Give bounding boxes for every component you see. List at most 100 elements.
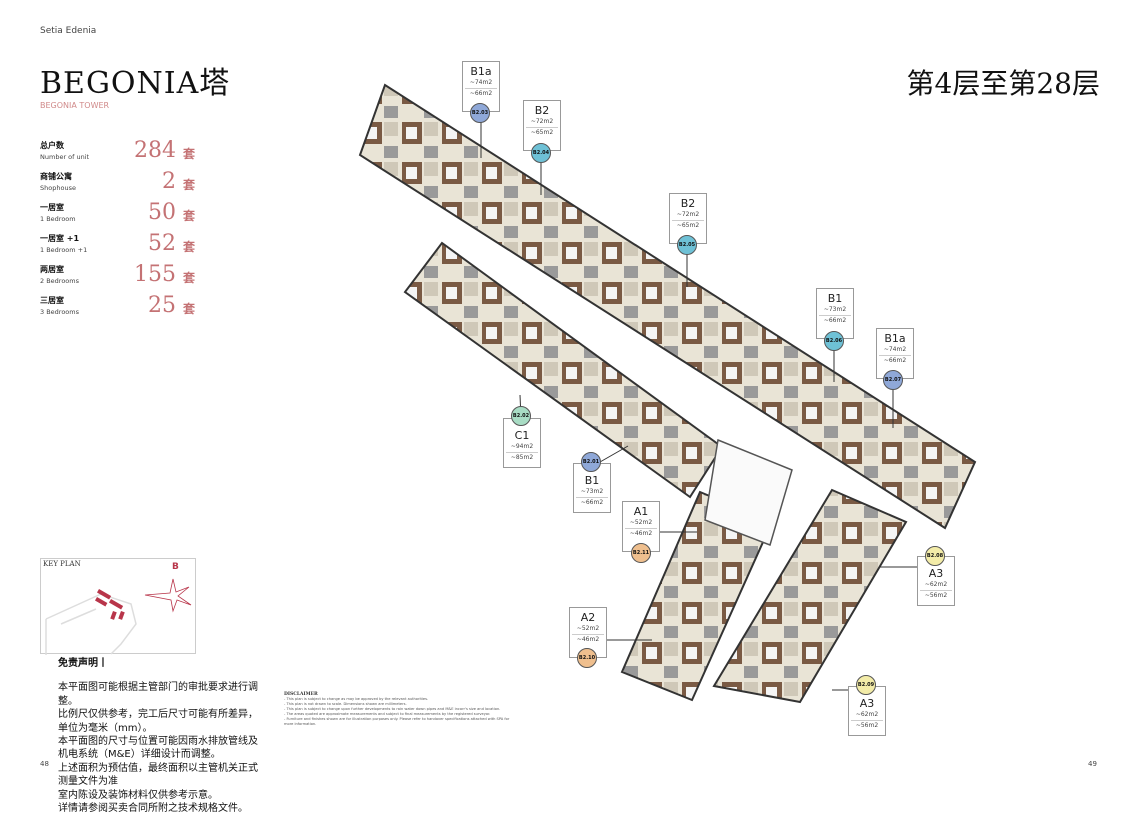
unit-gross-area: ~52m2	[629, 519, 653, 526]
disclaimer-zh-line: 室内陈设及装饰材料仅供参考示意。	[58, 789, 218, 801]
unit-type: A1	[633, 505, 649, 518]
unit-badge[interactable]: B2.03	[470, 103, 490, 123]
stat-value: 155	[134, 262, 176, 287]
unit-label-b1a: B1a~74m2 ~66m2	[462, 61, 500, 112]
unit-gross-area: ~94m2	[510, 443, 534, 450]
unit-gross-area: ~73m2	[823, 306, 847, 313]
unit-type: C1	[514, 429, 530, 442]
unit-net-area: ~65m2	[526, 127, 558, 138]
unit-net-area: ~66m2	[819, 315, 851, 326]
unit-net-area: ~66m2	[879, 355, 911, 366]
unit-net-area: ~56m2	[851, 720, 883, 731]
unit-label-b1a: B1a~74m2~66m2	[876, 328, 914, 379]
stat-value: 284	[134, 138, 176, 163]
unit-badge[interactable]: B2.02	[511, 406, 531, 426]
unit-badge[interactable]: B2.01	[581, 452, 601, 472]
wing-middle	[403, 241, 724, 499]
stat-label-zh: 总户数	[40, 141, 64, 150]
stat-unit: 套	[182, 209, 195, 223]
unit-gross-area: ~72m2	[530, 118, 554, 125]
unit-label-a2: A2~52m2 ~46m2	[569, 607, 607, 658]
disclaimer-en-line: - The areas quoted are approximate measu…	[284, 712, 491, 716]
page-subtitle: BEGONIA TOWER	[40, 101, 110, 110]
disclaimer-zh-line: 详情请参阅买卖合同所附之技术规格文件。	[58, 803, 248, 815]
unit-net-area: ~46m2	[625, 528, 657, 539]
unit-type: A3	[928, 567, 944, 580]
unit-badge[interactable]: B2.09	[856, 675, 876, 695]
floor-range: 第4层至第28层	[906, 67, 1100, 100]
wing-lower-right	[712, 488, 908, 704]
stat-1bed: 一居室 1 Bedroom 50 套	[40, 200, 200, 233]
unit-net-area: ~66m2	[576, 497, 608, 508]
unit-label-c1: C1~94m2 ~85m2	[503, 418, 541, 468]
disclaimer-zh-line: 本平面图可能根据主管部门的审批要求进行调整。	[58, 682, 258, 707]
key-plan-map: B	[45, 562, 192, 655]
page-number-left: 48	[40, 760, 49, 768]
stat-unit: 套	[182, 240, 195, 254]
stat-unit: 套	[182, 178, 195, 192]
disclaimer-en-line: - Furniture and finishes shown are for i…	[284, 717, 510, 726]
unit-badge[interactable]: B2.07	[883, 370, 903, 390]
unit-type: A2	[580, 611, 596, 624]
unit-label-b2: B2~72m2 ~65m2	[523, 100, 561, 151]
disclaimer-zh-line: 本平面图的尺寸与位置可能因雨水排放管线及机电系统（M&E）详细设计而调整。	[58, 736, 258, 761]
stat-label-zh: 一居室	[40, 203, 64, 212]
stat-value: 25	[148, 293, 176, 318]
disclaimer-en-line: - This plan is not drawn to scale. Dimen…	[284, 702, 407, 706]
stat-value: 2	[162, 169, 176, 194]
unit-net-area: ~85m2	[506, 452, 538, 463]
unit-net-area: ~56m2	[920, 590, 952, 601]
stat-value: 52	[148, 231, 176, 256]
unit-net-area: ~66m2	[465, 88, 497, 99]
disclaimer-en-line: - This plan is subject to change upon fu…	[284, 707, 501, 711]
compass-icon	[144, 578, 192, 613]
unit-badge[interactable]: B2.06	[824, 331, 844, 351]
stat-unit: 套	[182, 271, 195, 285]
unit-badge[interactable]: B2.10	[577, 648, 597, 668]
unit-badge[interactable]: B2.08	[925, 546, 945, 566]
stat-label-zh: 两居室	[40, 265, 64, 274]
page-title: BEGONIA塔	[40, 66, 231, 101]
disclaimer-zh-line: 比例尺仅供参考，完工后尺寸可能有所差异，单位为毫米（mm）。	[58, 709, 258, 734]
unit-gross-area: ~52m2	[576, 625, 600, 632]
unit-type: B1	[827, 292, 843, 305]
unit-type: B1a	[884, 332, 906, 345]
core-lift-lobby	[704, 438, 793, 546]
unit-badge[interactable]: B2.05	[677, 235, 697, 255]
key-plan: KEY PLAN B	[40, 558, 196, 655]
stat-label-en: Number of unit	[40, 153, 90, 161]
unit-gross-area: ~73m2	[580, 488, 604, 495]
disclaimer-en: DISCLAIMER - This plan is subject to cha…	[284, 692, 514, 727]
key-plan-tower-highlight	[95, 589, 125, 620]
stat-label-en: 1 Bedroom	[40, 215, 76, 223]
key-plan-label: KEY PLAN	[43, 560, 81, 568]
stat-label-en: Shophouse	[40, 184, 76, 192]
stat-label-zh: 一居室 +1	[40, 234, 80, 243]
unit-type: B1a	[470, 65, 492, 78]
unit-type: A3	[859, 697, 875, 710]
stat-unit: 套	[182, 147, 195, 161]
unit-badge[interactable]: B2.04	[531, 143, 551, 163]
unit-badge[interactable]: B2.11	[631, 543, 651, 563]
stat-label-en: 3 Bedrooms	[40, 308, 79, 316]
disclaimer-zh-line: 上述面积为预估值，最终面积以主管机关正式测量文件为准	[58, 762, 258, 788]
unit-gross-area: ~62m2	[924, 581, 948, 588]
unit-type: B2	[534, 104, 550, 117]
stat-value: 50	[148, 200, 176, 225]
unit-net-area: ~46m2	[572, 634, 604, 645]
stat-total: 总户数 Number of unit 284 套	[40, 138, 200, 171]
unit-type: B1	[584, 474, 600, 487]
stat-label-zh: 商铺公寓	[40, 172, 72, 181]
disclaimer-zh-heading: 免责声明丨	[58, 658, 108, 669]
compass-marker: B	[172, 562, 179, 572]
unit-gross-area: ~74m2	[469, 79, 493, 86]
disclaimer-en-line: - This plan is subject to change as may …	[284, 697, 429, 701]
unit-type: B2	[680, 197, 696, 210]
wing-upper	[358, 83, 977, 530]
